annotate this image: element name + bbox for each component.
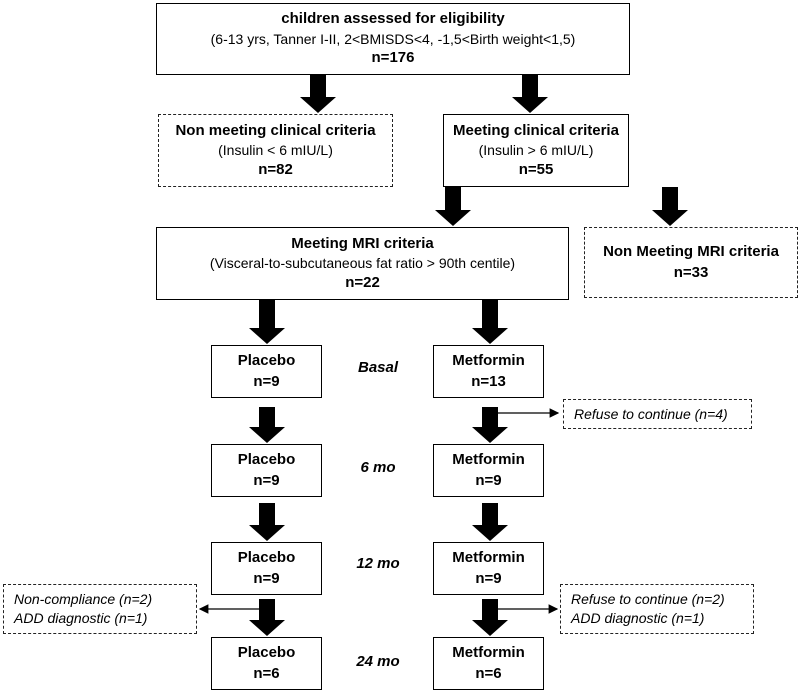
- placebo-count: n=9: [253, 471, 280, 489]
- placebo-box-6mo: Placebo n=9: [211, 444, 322, 497]
- dropout-text: Refuse to continue (n=4): [574, 405, 728, 422]
- metformin-box-6mo: Metformin n=9: [433, 444, 544, 497]
- metformin-count: n=9: [475, 569, 502, 587]
- placebo-box-24mo: Placebo n=6: [211, 637, 322, 690]
- metformin-box-12mo: Metformin n=9: [433, 542, 544, 595]
- non-clinical-box: Non meeting clinical criteria (Insulin <…: [158, 114, 393, 187]
- arrow-placebo-basal-to-6mo: [249, 407, 285, 443]
- placebo-count: n=9: [253, 372, 280, 390]
- placebo-count: n=9: [253, 569, 280, 587]
- non-mri-title: Non Meeting MRI criteria: [603, 243, 779, 261]
- non-clinical-count: n=82: [258, 160, 293, 178]
- dropout-placebo-24mo: Non-compliance (n=2) ADD diagnostic (n=1…: [3, 584, 197, 634]
- screening-criteria: (6-13 yrs, Tanner I-II, 2<BMISDS<4, -1,5…: [210, 30, 576, 47]
- arrow-screening-to-non-clinical: [300, 75, 336, 113]
- placebo-label: Placebo: [237, 644, 296, 662]
- placebo-box-basal: Placebo n=9: [211, 345, 322, 398]
- placebo-box-12mo: Placebo n=9: [211, 542, 322, 595]
- arrow-clinical-to-non-mri: [652, 187, 688, 226]
- arrow-placebo-12mo-to-24mo: [249, 599, 285, 636]
- screening-box: children assessed for eligibility (6-13 …: [156, 3, 630, 75]
- arrow-screening-to-clinical: [512, 75, 548, 113]
- clinical-box: Meeting clinical criteria (Insulin > 6 m…: [443, 114, 629, 187]
- mri-box: Meeting MRI criteria (Visceral-to-subcut…: [156, 227, 569, 300]
- metformin-label: Metformin: [452, 549, 525, 567]
- placebo-label: Placebo: [237, 549, 296, 567]
- metformin-count: n=9: [475, 471, 502, 489]
- clinical-title: Meeting clinical criteria: [453, 121, 619, 139]
- arrow-clinical-to-mri: [435, 187, 471, 226]
- mri-criteria: (Visceral-to-subcutaneous fat ratio > 90…: [209, 255, 516, 272]
- metformin-box-basal: Metformin n=13: [433, 345, 544, 398]
- dropout-line: Non-compliance (n=2): [14, 591, 153, 608]
- arrow-placebo-6mo-to-12mo: [249, 503, 285, 541]
- metformin-label: Metformin: [452, 352, 525, 370]
- arrow-metformin-6mo-to-12mo: [472, 503, 508, 541]
- mri-title: Meeting MRI criteria: [291, 234, 434, 252]
- dropout-metformin-24mo: Refuse to continue (n=2) ADD diagnostic …: [560, 584, 754, 634]
- timepoint-24mo: 24 mo: [356, 653, 400, 670]
- dropout-line: ADD diagnostic (n=1): [14, 610, 148, 626]
- screening-count: n=176: [371, 49, 415, 67]
- timepoint-12mo: 12 mo: [356, 555, 400, 572]
- metformin-label: Metformin: [452, 644, 525, 662]
- non-mri-count: n=33: [673, 263, 709, 281]
- placebo-label: Placebo: [237, 451, 296, 469]
- placebo-label: Placebo: [237, 352, 296, 370]
- arrow-mri-to-placebo: [249, 300, 285, 344]
- mri-count: n=22: [345, 273, 380, 291]
- non-clinical-title: Non meeting clinical criteria: [175, 121, 376, 139]
- arrow-mri-to-metformin: [472, 300, 508, 344]
- arrow-metformin-basal-to-6mo: [472, 407, 508, 443]
- non-clinical-criteria: (Insulin < 6 mIU/L): [218, 142, 333, 159]
- timepoint-6mo: 6 mo: [360, 459, 396, 476]
- non-mri-box: Non Meeting MRI criteria n=33: [584, 227, 798, 298]
- clinical-criteria: (Insulin > 6 mIU/L): [478, 142, 594, 159]
- screening-title: children assessed for eligibility: [281, 10, 505, 28]
- placebo-count: n=6: [253, 664, 280, 682]
- dropout-line: ADD diagnostic (n=1): [571, 610, 705, 626]
- metformin-count: n=6: [475, 664, 502, 682]
- clinical-count: n=55: [518, 160, 554, 178]
- arrow-metformin-12mo-to-24mo: [472, 599, 508, 636]
- metformin-box-24mo: Metformin n=6: [433, 637, 544, 690]
- metformin-label: Metformin: [452, 451, 525, 469]
- metformin-count: n=13: [471, 372, 506, 390]
- dropout-line: Refuse to continue (n=2): [571, 591, 725, 608]
- dropout-metformin-6mo: Refuse to continue (n=4): [563, 399, 752, 429]
- timepoint-basal: Basal: [357, 359, 399, 376]
